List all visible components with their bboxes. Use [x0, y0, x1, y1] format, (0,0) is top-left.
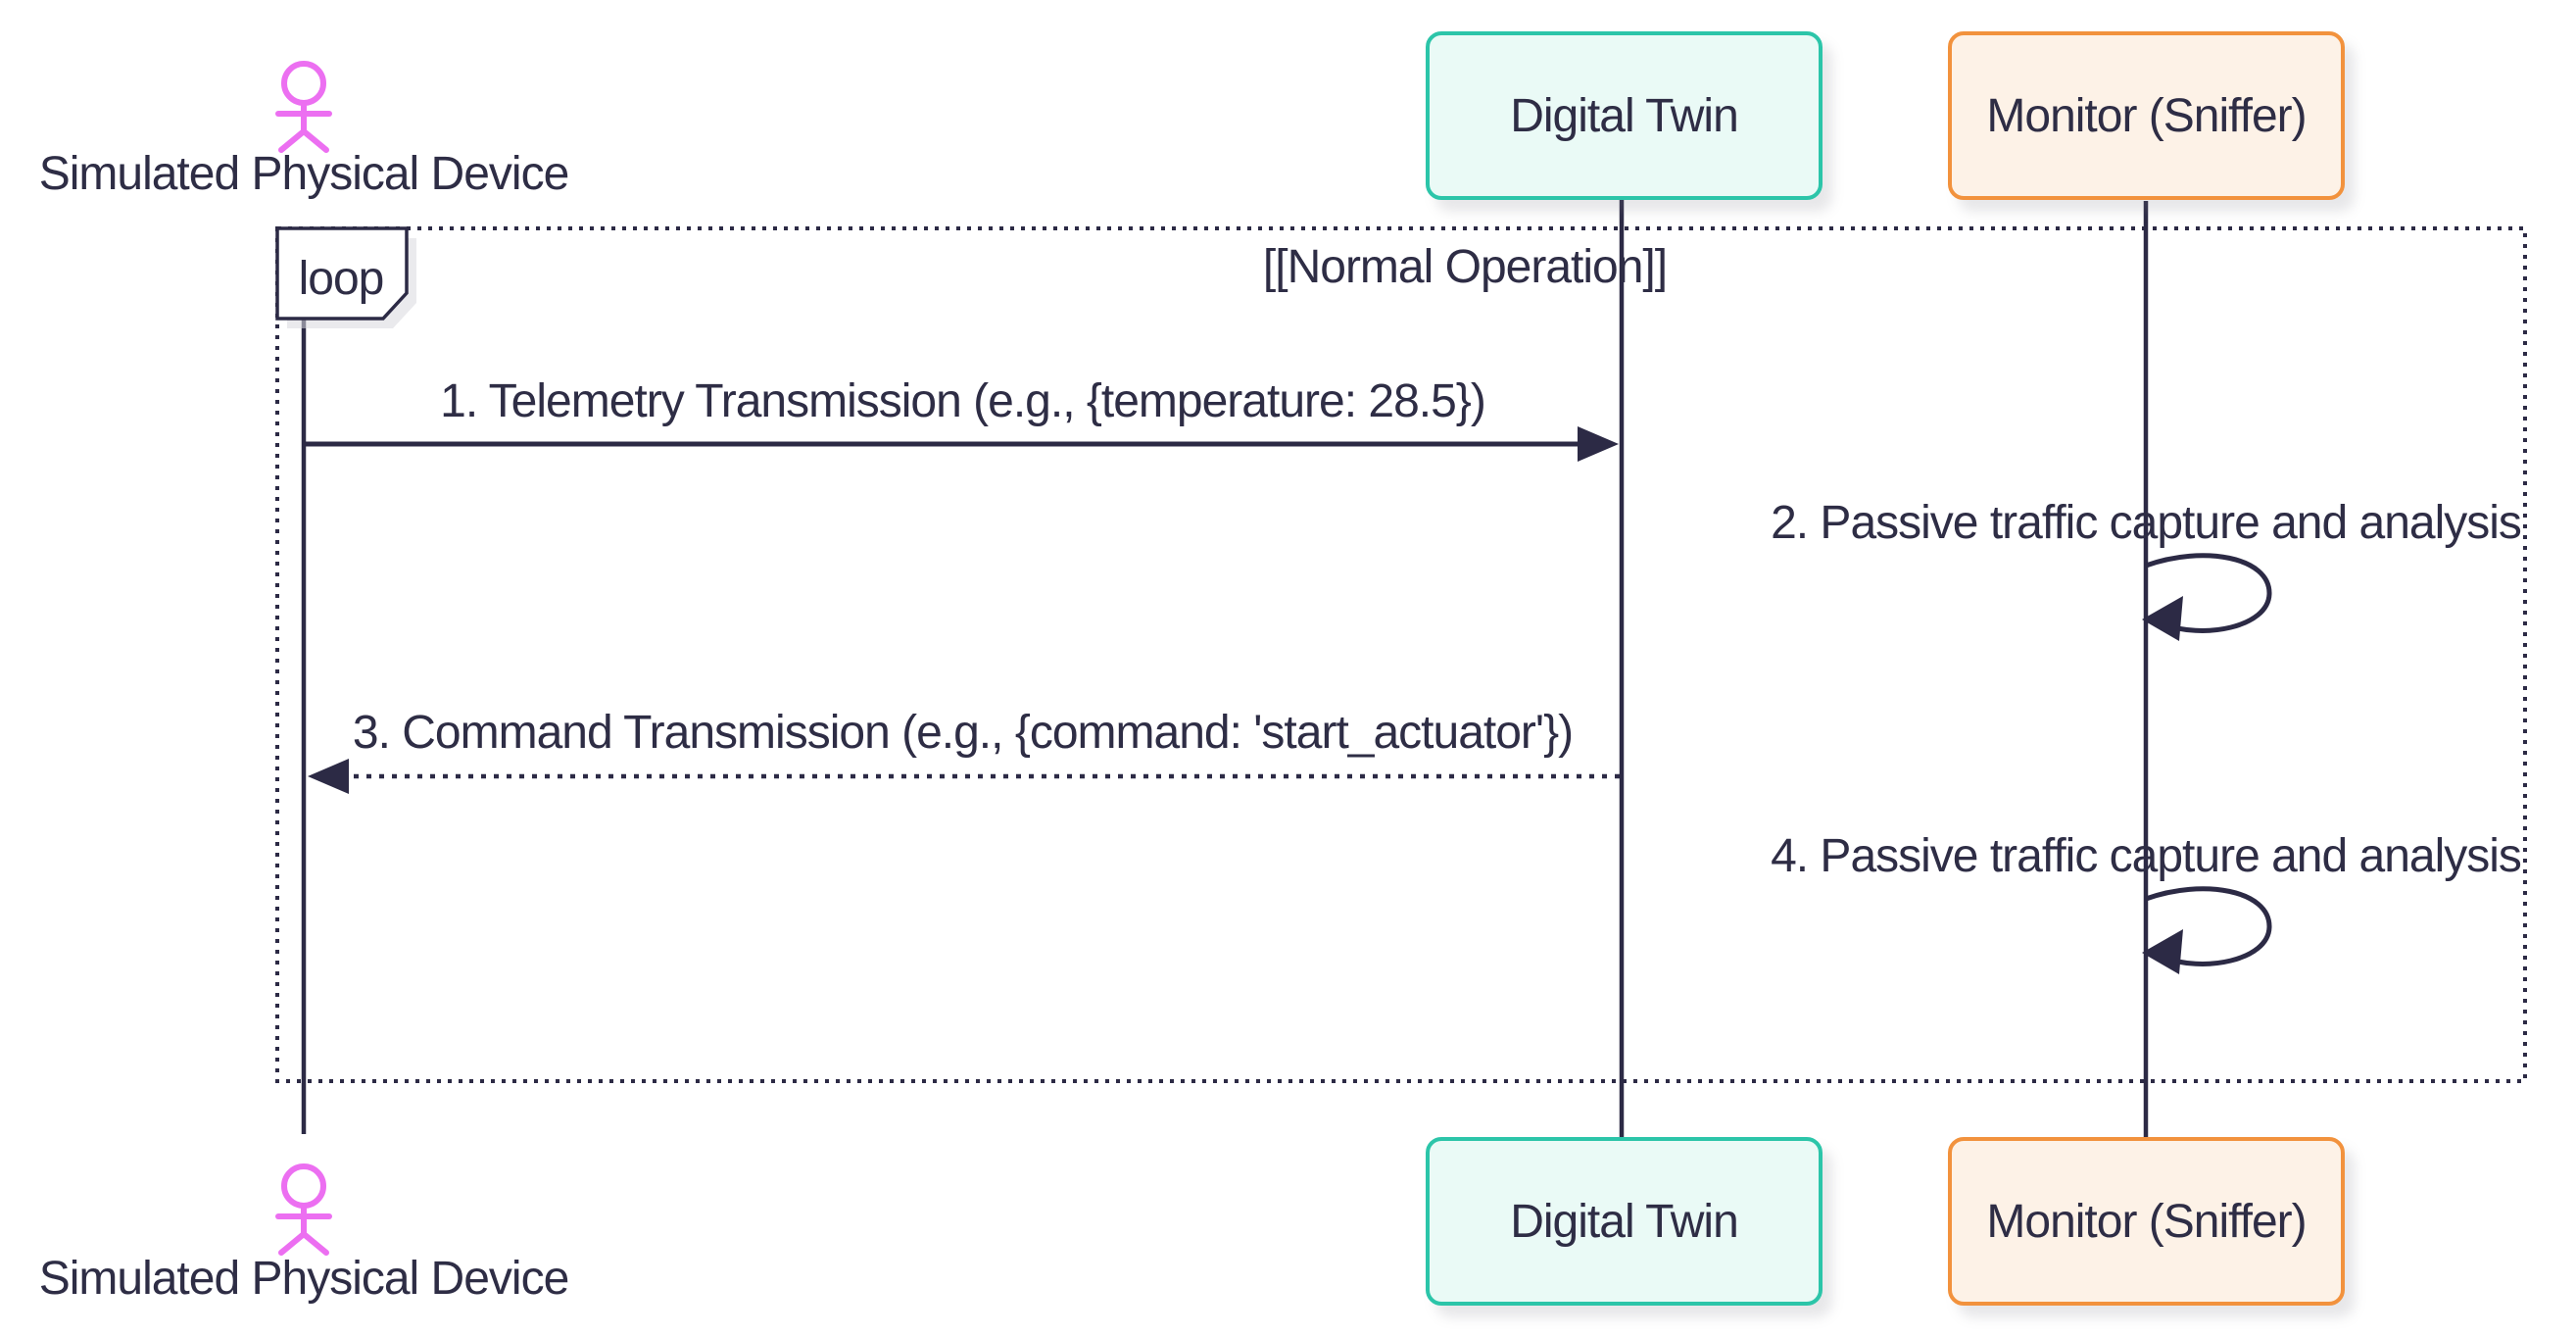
- participant-label: Digital Twin: [1510, 1195, 1739, 1248]
- participant-label: Digital Twin: [1510, 89, 1739, 142]
- message-label-2: 2. Passive traffic capture and analysis: [1771, 497, 2522, 549]
- loop-label: loop: [298, 253, 385, 305]
- participant-box-digital-twin-top: Digital Twin: [1426, 31, 1823, 200]
- actor-label-bottom: Simulated Physical Device: [38, 1253, 570, 1305]
- participant-box-monitor-top: Monitor (Sniffer): [1948, 31, 2345, 200]
- self-loop-arrow-2: [2142, 553, 2272, 641]
- message-label-3: 3. Command Transmission (e.g., {command:…: [352, 707, 1574, 759]
- participant-box-monitor-bottom: Monitor (Sniffer): [1948, 1137, 2345, 1306]
- arrowhead-left-icon: [2142, 596, 2183, 641]
- actor-figure-top-icon: [275, 61, 332, 153]
- message-label-4: 4. Passive traffic capture and analysis: [1771, 830, 2522, 882]
- actor-label-top: Simulated Physical Device: [38, 148, 570, 200]
- arrowhead-right-icon: [1578, 426, 1619, 462]
- arrowhead-left-icon: [308, 759, 349, 794]
- loop-label-box: [275, 226, 409, 321]
- participant-box-digital-twin-bottom: Digital Twin: [1426, 1137, 1823, 1306]
- loop-frame-border: [275, 226, 2527, 1083]
- message-arrow-command: [308, 759, 1622, 794]
- loop-frame-title: [[Normal Operation]]: [1262, 241, 1668, 293]
- actor-figure-bottom-icon: [275, 1163, 332, 1256]
- participant-label: Monitor (Sniffer): [1986, 89, 2307, 142]
- arrowhead-left-icon: [2142, 929, 2183, 974]
- message-label-1: 1. Telemetry Transmission (e.g., {temper…: [440, 375, 1486, 427]
- message-arrow-telemetry: [304, 426, 1619, 462]
- participant-label: Monitor (Sniffer): [1986, 1195, 2307, 1248]
- self-loop-arrow-4: [2142, 886, 2272, 974]
